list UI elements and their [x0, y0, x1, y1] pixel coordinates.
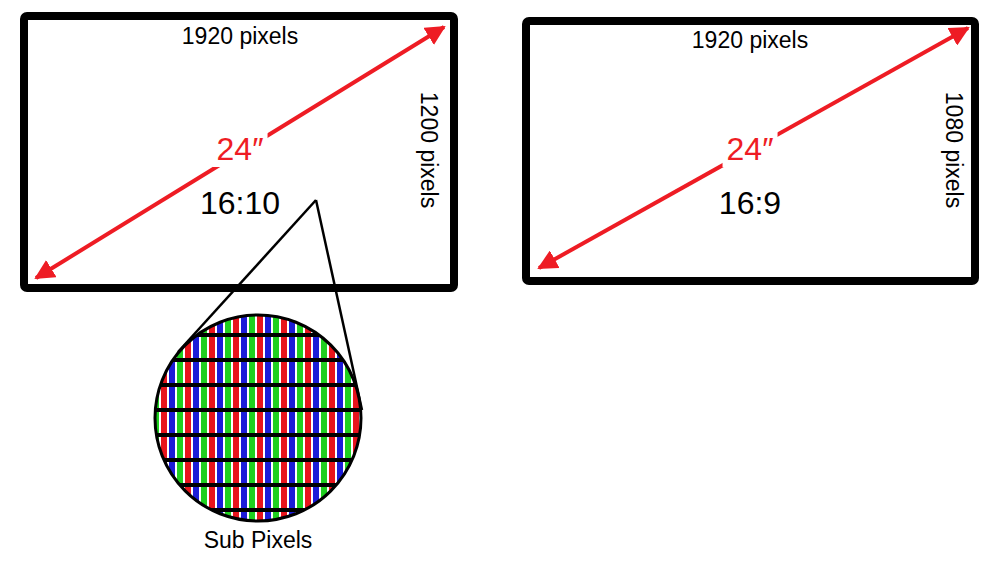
width-pixels: 1920 pixels [182, 24, 298, 49]
height-pixels: 1080 pixels [940, 92, 965, 208]
diagonal-size: 24″ [723, 132, 778, 167]
aspect-ratio: 16:9 [719, 186, 781, 221]
height-pixels: 1200 pixels [415, 92, 440, 208]
diagonal-size: 24″ [213, 132, 268, 167]
zoom-caption: Sub Pixels [201, 528, 316, 553]
diagonal-arrow [36, 27, 444, 278]
subpixel-zoom: Sub Pixels [150, 312, 366, 558]
width-pixels: 1920 pixels [692, 28, 808, 53]
aspect-ratio: 16:10 [200, 186, 280, 221]
monitor-16-9: 1920 pixels 1080 pixels 24″ 16:9 [522, 17, 979, 285]
diagonal-arrow [539, 28, 968, 268]
subpixel-circle [150, 312, 366, 526]
monitor-16-10: 1920 pixels 1200 pixels 24″ 16:10 [20, 12, 458, 292]
